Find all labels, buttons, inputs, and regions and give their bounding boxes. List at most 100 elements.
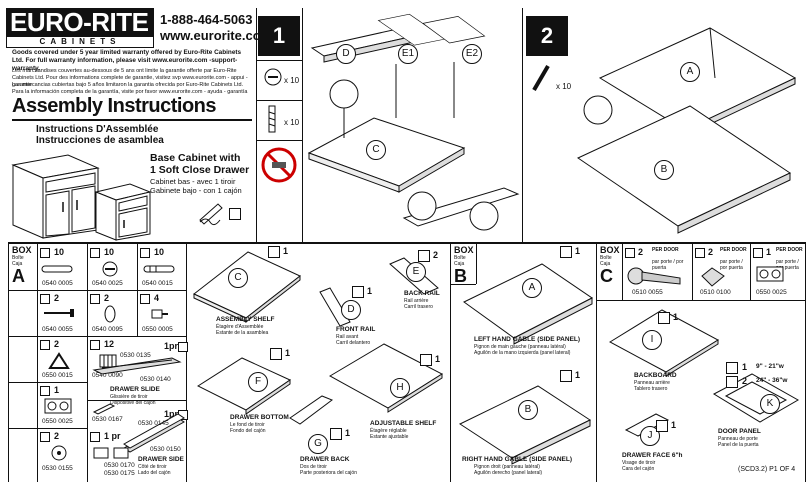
box-a-item2-qty: 10 <box>104 247 115 257</box>
part-a-es: Aguilón de la mano izquierda (panel late… <box>474 350 571 356</box>
box-a-item6-qty: 4 <box>154 293 160 303</box>
part-d-name: FRONT RAIL <box>336 326 376 333</box>
page-title: Assembly Instructions <box>12 95 217 117</box>
box-a-item5-code: 0540 0095 <box>92 326 123 333</box>
box-a-item10-check[interactable] <box>40 432 50 442</box>
boxA-right-border <box>450 242 451 482</box>
drawer-side-qty: 1pr <box>164 409 179 419</box>
box-a-item5-check[interactable] <box>90 294 100 304</box>
box-a-item11-code: 0530 0170 <box>104 462 135 469</box>
box-a-item12-code: 0530 0175 <box>104 470 135 477</box>
part-b-fr: Pignon droit (panneau latéral) <box>474 464 540 470</box>
box-a-item9-check[interactable] <box>40 386 50 396</box>
part-label-e2-step1: E2 <box>462 44 482 64</box>
drawer-slide-code-c: 0530 0167 <box>92 416 123 423</box>
box-b-panels <box>458 263 593 465</box>
step-1-badge: 1 <box>258 16 300 56</box>
door-knob-code: 0550 0025 <box>756 289 787 296</box>
part-d-check[interactable] <box>352 286 364 298</box>
drawer-slide-check[interactable] <box>178 342 188 352</box>
part-i-fr: Panneau arrière <box>634 380 670 386</box>
drawer-side-icon <box>123 413 185 453</box>
part-label-f: F <box>248 372 268 392</box>
box-a-item8-check[interactable] <box>90 340 100 350</box>
box-a-item6-check[interactable] <box>140 294 150 304</box>
cam-lock-icon <box>102 261 118 277</box>
drawer-slide-es: Dispositive del cajón <box>110 400 156 406</box>
box-a-item1-check[interactable] <box>40 248 50 258</box>
part-h-name: ADJUSTABLE SHELF <box>370 420 437 427</box>
part-k-check-1[interactable] <box>726 362 738 374</box>
part-b-es: Aguilón derecho (panel lateral) <box>474 470 543 476</box>
hw-divider-2 <box>256 100 302 101</box>
part-h-qty: 1 <box>435 354 441 364</box>
step1-left-border <box>256 8 257 242</box>
part-j-name: DRAWER FACE 6"h <box>622 452 683 459</box>
step1-diagram <box>307 13 520 231</box>
signature-checkbox[interactable] <box>229 208 241 220</box>
part-c-check[interactable] <box>268 246 280 258</box>
door-knob-check[interactable] <box>753 248 763 258</box>
part-f-es: Fondo del cajón <box>230 428 266 434</box>
hinge-per: PER DOOR <box>652 247 679 253</box>
part-label-e: E <box>406 262 426 282</box>
knob-pair-icon <box>44 398 72 414</box>
part-h-fr: Étagère réglable <box>370 428 407 434</box>
part-g-check[interactable] <box>330 428 342 440</box>
cabinet-title-spanish: Gabinete bajo - con 1 cajón <box>150 186 242 195</box>
corner-bracket-icon <box>48 352 70 369</box>
cabinet-illustration-small <box>94 183 152 241</box>
box-a-item1-qty: 10 <box>54 247 65 257</box>
dowel-pin-icon <box>41 265 73 273</box>
part-b-check[interactable] <box>560 370 572 382</box>
box-a-item7-code: 0550 0015 <box>42 372 73 379</box>
box-a-item11-check[interactable] <box>90 432 100 442</box>
door-knob-per: PER DOOR <box>776 247 803 253</box>
box-a-label: BOX Boîte Caja A <box>12 245 32 286</box>
hinge-plate-check[interactable] <box>695 248 705 258</box>
part-f-check[interactable] <box>270 348 282 360</box>
logo-subtitle: CABINETS <box>6 36 154 48</box>
hinge-clip-icon <box>51 445 67 461</box>
knob-pair-icon <box>756 266 784 282</box>
box-a-item3-check[interactable] <box>140 248 150 258</box>
part-label-e1-step1: E1 <box>398 44 418 64</box>
box-a-item7-qty: 2 <box>54 339 60 349</box>
box-a-panels <box>193 251 444 425</box>
part-label-d: D <box>341 300 361 320</box>
box-a-item8-code: 0540 0090 <box>92 372 123 379</box>
hinge-check[interactable] <box>625 248 635 258</box>
cabinet-title-line2: 1 Soft Close Drawer <box>150 164 250 176</box>
box-a-item10-qty: 2 <box>54 431 60 441</box>
boxB-right-border <box>596 242 597 482</box>
part-e-check[interactable] <box>418 250 430 262</box>
hinge-per-sub: par porte / por puerta <box>652 259 684 271</box>
part-k-check-2[interactable] <box>726 376 738 388</box>
part-h-es: Estante ajustable <box>370 434 409 440</box>
part-a-check[interactable] <box>560 246 572 258</box>
drawer-side-name: DRAWER SIDE <box>138 456 184 463</box>
box-a-letter: A <box>12 266 25 286</box>
euro-rite-logo: EURO-RITE CABINETS <box>6 8 154 48</box>
box-a-item4-check[interactable] <box>40 294 50 304</box>
hinge-plate-qty: 2 <box>708 247 714 257</box>
part-i-name: BACKBOARD <box>634 372 677 379</box>
hinge-plate-code: 0510 0100 <box>700 289 731 296</box>
part-i-check[interactable] <box>658 312 670 324</box>
hinge-code: 0510 0055 <box>632 289 663 296</box>
box-a-item2-check[interactable] <box>90 248 100 258</box>
step2-diagram <box>576 27 797 234</box>
part-k-es: Panel de la puerta <box>718 442 759 448</box>
drawer-side-es: Lado del cajón <box>138 470 171 476</box>
box-a-item7-check[interactable] <box>40 340 50 350</box>
box-c-label: BOX Boîte Caja C <box>600 245 620 286</box>
part-h-check[interactable] <box>420 354 432 366</box>
step2-qty: x 10 <box>556 82 572 91</box>
box-a-item9-qty: 1 <box>54 385 60 395</box>
part-label-d-step1: D <box>336 44 356 64</box>
part-j-check[interactable] <box>656 420 668 432</box>
step-2-badge: 2 <box>526 16 568 56</box>
part-b-name: RIGHT HAND GABLE (SIDE PANEL) <box>462 456 573 463</box>
part-g-qty: 1 <box>345 428 351 438</box>
box-a-item8-qty: 12 <box>104 339 115 349</box>
